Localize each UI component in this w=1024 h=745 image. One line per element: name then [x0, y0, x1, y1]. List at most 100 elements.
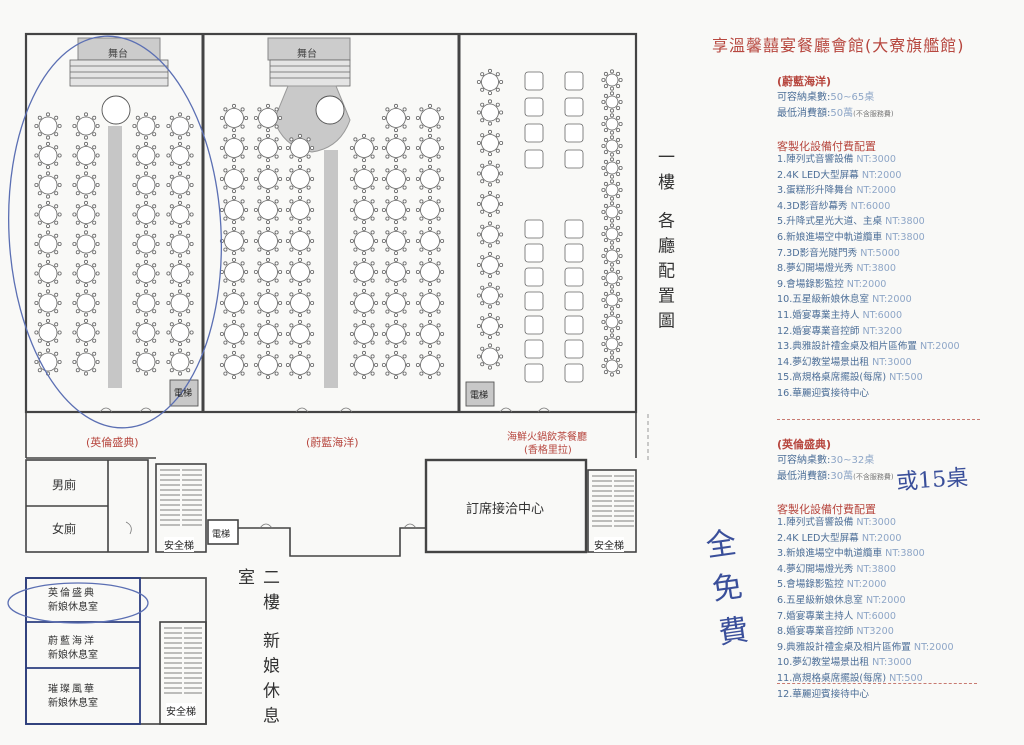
banquet-table	[481, 286, 499, 305]
chair	[278, 145, 283, 150]
chair	[54, 351, 59, 356]
chair	[46, 200, 51, 205]
chair	[427, 319, 432, 324]
chair	[402, 230, 407, 235]
chair	[240, 247, 245, 252]
chair	[189, 153, 194, 158]
chair	[257, 278, 262, 283]
chair	[37, 220, 42, 225]
chair	[143, 224, 148, 229]
chair	[610, 174, 615, 179]
banquet-table	[354, 324, 374, 344]
chair	[143, 135, 148, 140]
chair	[34, 300, 39, 305]
chair	[72, 212, 77, 217]
equipment-item: 13.典雅設計禮金桌及相片區佈置 NT:2000	[777, 339, 960, 355]
chair	[616, 137, 621, 142]
chair	[480, 148, 485, 153]
chair	[476, 110, 481, 115]
chair	[495, 362, 500, 367]
chair	[610, 135, 615, 140]
chair	[143, 230, 148, 235]
bride-room-1-line1: 英倫盛典	[48, 588, 96, 599]
mens-room-label: 男廁	[52, 478, 77, 492]
chair	[152, 233, 157, 238]
chair	[610, 223, 615, 228]
section-divider	[777, 419, 980, 420]
chair	[603, 71, 608, 76]
chair	[616, 93, 621, 98]
chair	[480, 316, 485, 321]
equipment-item: 7.3D影音光隧門秀 NT:5000	[777, 246, 960, 262]
banquet-table	[354, 200, 374, 220]
chair	[370, 371, 375, 376]
handwritten-note-15-tables: 或15桌	[895, 465, 969, 496]
chair	[374, 145, 379, 150]
chair	[257, 309, 262, 314]
chair	[274, 371, 279, 376]
chair	[306, 185, 311, 190]
chair	[37, 292, 42, 297]
chair	[37, 351, 42, 356]
chair	[92, 279, 97, 284]
equipment-item: 5.會場錄影監控 NT:2000	[777, 577, 954, 593]
banquet-table	[38, 116, 58, 136]
chair	[618, 209, 623, 214]
chair	[152, 145, 157, 150]
chair	[370, 247, 375, 252]
chair	[310, 238, 315, 243]
chair	[186, 145, 191, 150]
chair	[155, 241, 160, 246]
chair	[72, 359, 77, 364]
chair	[34, 271, 39, 276]
chair	[92, 292, 97, 297]
womens-room-label: 女廁	[52, 522, 77, 536]
chair	[278, 300, 283, 305]
chair	[57, 330, 62, 335]
chair	[495, 285, 500, 290]
chair	[480, 224, 485, 229]
chair	[257, 107, 262, 112]
chair	[393, 257, 398, 262]
chair	[361, 220, 366, 225]
chair	[480, 87, 485, 92]
chair	[616, 172, 621, 177]
banquet-table	[258, 200, 278, 220]
chair	[57, 124, 62, 129]
chair	[75, 174, 80, 179]
chair	[223, 371, 228, 376]
chair	[601, 297, 606, 302]
chair	[393, 195, 398, 200]
equipment-name: 7.3D影音光隧門秀	[777, 247, 858, 259]
chair	[257, 137, 262, 142]
equipment-item: 1.陣列式音響設備 NT:3000	[777, 152, 960, 168]
equipment-item: 7.婚宴專業主持人 NT:6000	[777, 609, 954, 625]
chair	[223, 168, 228, 173]
chair	[84, 348, 89, 353]
chair	[610, 306, 615, 311]
chair	[370, 137, 375, 142]
section2-min-spend: 最低消費額:30萬(不含服務費)	[777, 469, 894, 485]
chair	[419, 309, 424, 314]
long-table	[524, 71, 544, 91]
chair	[231, 189, 236, 194]
banquet-table	[420, 355, 440, 375]
chair	[402, 168, 407, 173]
chair	[289, 371, 294, 376]
chair	[487, 243, 492, 248]
chair	[499, 80, 504, 85]
long-table	[524, 243, 544, 263]
equipment-price: NT3200	[853, 626, 894, 638]
chair	[257, 216, 262, 221]
chair	[169, 338, 174, 343]
chair	[499, 323, 504, 328]
chair	[385, 168, 390, 173]
chair	[177, 253, 182, 258]
banquet-table	[481, 195, 499, 213]
chair	[415, 269, 420, 274]
chair	[289, 354, 294, 359]
chair	[349, 300, 354, 305]
chair	[265, 195, 270, 200]
chair	[603, 159, 608, 164]
chair	[54, 292, 59, 297]
